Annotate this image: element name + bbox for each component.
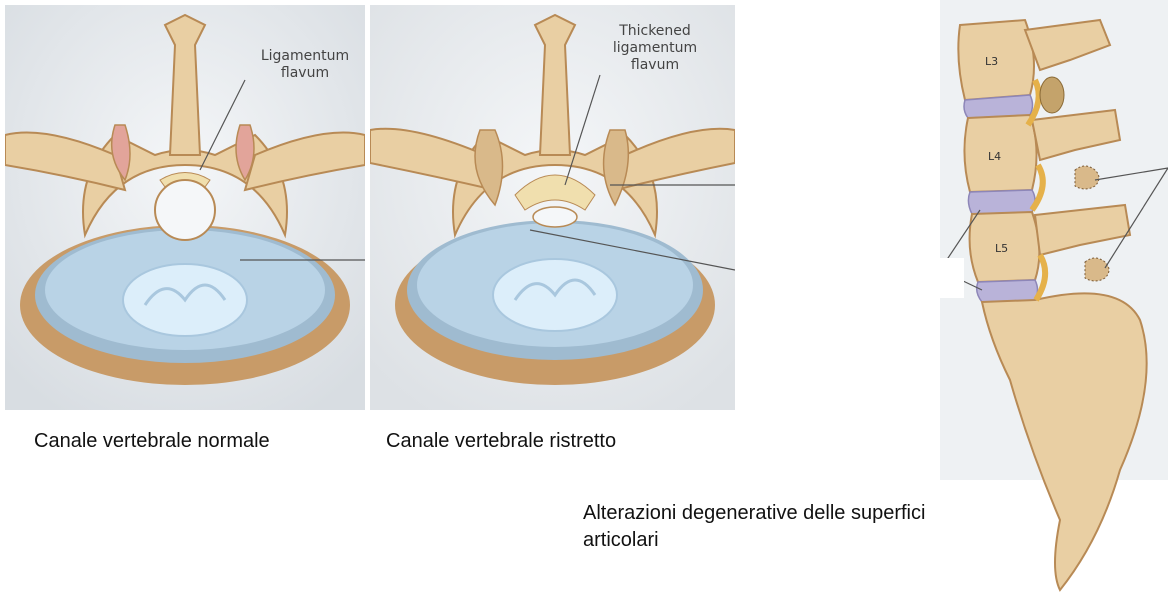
- vertebra-label-l3: L3: [985, 55, 998, 68]
- narrowed-canal-caption: Canale vertebrale ristretto: [386, 428, 616, 454]
- lateral-spine-illustration: L3 L4 L5: [940, 0, 1168, 595]
- l3-ganglion: [1040, 77, 1064, 113]
- vertebra-label-l4: L4: [988, 150, 1001, 163]
- thickened-label-line2: ligamentum: [613, 40, 697, 56]
- narrowed-canal-illustration: Thickened ligamentum flavum: [370, 5, 735, 410]
- thickened-label-line1: Thickened: [618, 23, 691, 39]
- thickened-label-line3: flavum: [631, 57, 679, 73]
- ligamentum-flavum-label-line1: Ligamentum: [261, 48, 349, 64]
- normal-canal-illustration: Ligamentum flavum: [5, 5, 365, 410]
- ligamentum-flavum-label-line2: flavum: [281, 65, 329, 81]
- narrowed-canal: [533, 207, 577, 227]
- disc-l5-s1: [977, 280, 1038, 302]
- normal-canal-caption: Canale vertebrale normale: [34, 428, 270, 454]
- degenerative-caption-line1: Alterazioni degenerative delle superfici: [583, 500, 925, 526]
- degenerative-caption-line2: articolari: [583, 527, 659, 553]
- vertebral-canal: [155, 180, 215, 240]
- label-cutout: [940, 258, 964, 298]
- vertebra-label-l5: L5: [995, 242, 1008, 255]
- disc-l4-l5: [968, 190, 1035, 214]
